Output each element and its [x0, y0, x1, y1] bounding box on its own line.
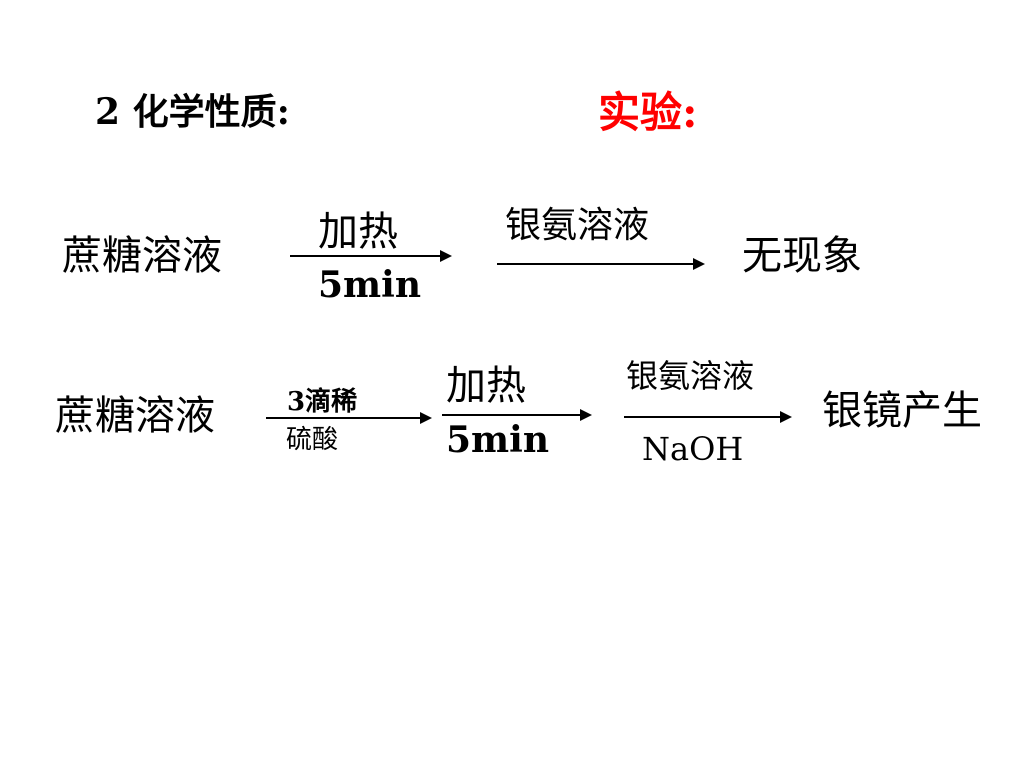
reaction1-result: 无现象: [742, 233, 862, 279]
reaction2-reactant: 蔗糖溶液: [55, 393, 215, 439]
reaction1-arrow2: [497, 258, 705, 270]
reaction1-step2-reagent-top: 银氨溶液: [505, 205, 650, 246]
reaction1-reactant: 蔗糖溶液: [62, 233, 222, 279]
reaction2-arrow3: [624, 411, 792, 423]
reaction2-step3-reagent-bottom: NaOH: [642, 430, 744, 468]
reaction1-step1-condition-top: 加热: [318, 209, 398, 255]
reaction1-arrow1: [290, 250, 452, 262]
reaction1-step1-condition-bottom: 5min: [318, 264, 421, 306]
reaction2-step3-reagent-top: 银氨溶液: [626, 357, 755, 395]
reaction2-arrow2: [442, 409, 592, 421]
reaction2-result: 银镜产生: [822, 388, 982, 434]
section-title: 2 化学性质:: [95, 91, 290, 133]
reaction2-step2-condition-bottom: 5min: [446, 419, 549, 461]
experiment-label: 实验:: [598, 88, 698, 137]
reaction2-step1-condition-line1: 3滴稀: [287, 387, 358, 417]
reaction2-step1-condition-line2: 硫酸: [286, 425, 339, 455]
reaction2-step2-condition-top: 加热: [446, 363, 526, 409]
reaction2-arrow1: [266, 412, 432, 424]
